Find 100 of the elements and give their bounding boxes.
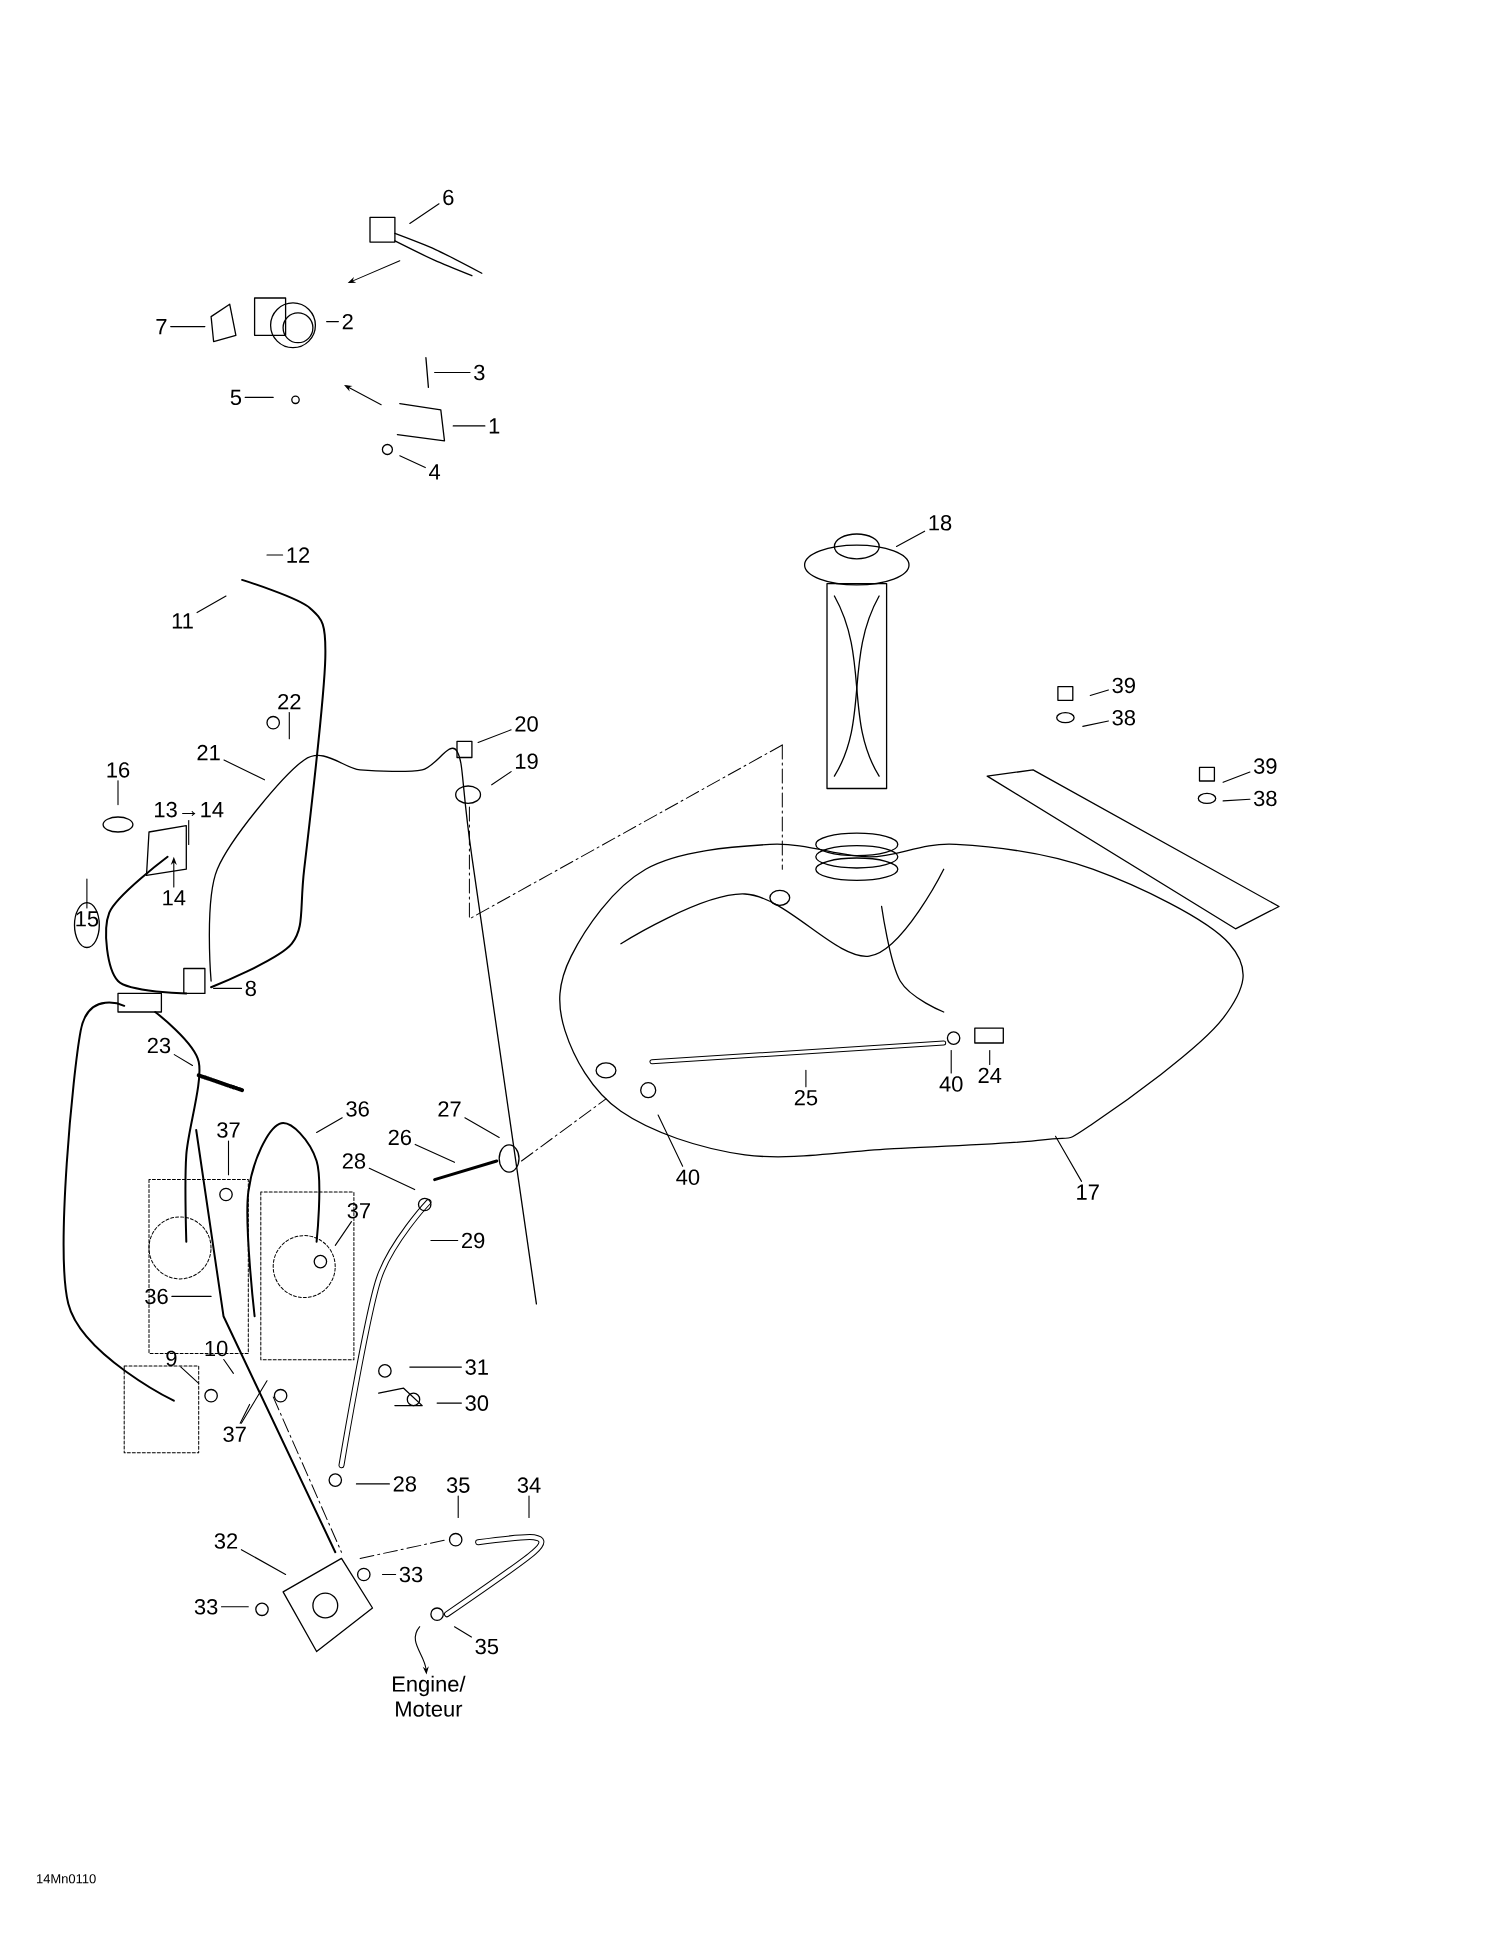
leader-line [288,711,290,740]
callout-number: 28 [393,1476,417,1492]
callout-number: 40 [676,1169,700,1185]
leader-line [1089,689,1109,696]
leader-line [491,771,512,786]
callout-number: 3 [474,364,485,381]
callout-number: 25 [794,1089,818,1106]
leader-line [223,759,266,781]
leader-line [414,1143,456,1163]
callout-number: 24 [978,1067,1002,1083]
leader-line [213,987,243,989]
callout-number: 15 [76,911,99,927]
leader-line [266,554,284,556]
callout-number: 37 [217,1122,240,1138]
callout-number: 12 [287,547,310,563]
leader-line [223,1358,234,1374]
leader-line [430,1239,459,1242]
leader-line [1054,1135,1083,1182]
leader-line [464,1117,500,1138]
callout-number: 2 [342,313,353,330]
leader-line [117,780,119,806]
callout-number: 6 [443,189,454,206]
leader-line [528,1495,530,1518]
leader-line [196,595,227,614]
leader-line [399,455,426,469]
leader-line [316,1117,343,1134]
callout-number: 8 [245,980,256,997]
callout-number: 14 [163,890,186,906]
callout-number: 36 [346,1101,369,1117]
callout-number: 39 [1112,677,1135,694]
leader-line [334,1221,352,1246]
leader-line [239,1403,251,1424]
callout-number: 18 [929,515,952,531]
callout-number: 37 [347,1202,370,1219]
callout-number: 29 [462,1232,485,1249]
leader-line [895,530,926,547]
callout-number: 36 [145,1288,168,1305]
callout-number: 22 [278,693,301,710]
leader-line [180,1366,200,1384]
callout-number: 33 [399,1566,423,1583]
leader-line [409,1366,462,1368]
callout-number: 1 [489,418,500,434]
leader-line [477,729,512,744]
leader-line [326,321,339,323]
callout-number: 16 [107,762,130,778]
leader-line [227,1140,230,1176]
callout-number: 33 [194,1599,218,1615]
drawing-code: 14Mn0110 [37,1874,96,1884]
callout-number: 19 [516,753,538,769]
leader-line [1082,720,1109,727]
callout-number: 34 [517,1477,541,1493]
callout-number: 7 [156,319,167,335]
leader-line [240,1380,268,1424]
leader-line [989,1049,991,1065]
leader-line [805,1069,807,1088]
callout-number: 17 [1077,1184,1099,1200]
leader-line [240,1549,287,1576]
callout-number: 23 [147,1037,171,1054]
callout-number: 27 [438,1101,461,1117]
leader-line [220,1606,249,1608]
callout-number: 40 [939,1076,963,1092]
callout-number: 28 [342,1153,366,1169]
leader-line [171,1295,212,1297]
callout-number: 31 [465,1359,488,1375]
destination-label: Engine/ Moteur [393,1675,466,1717]
callout-number: 10 [205,1340,228,1357]
callout-number: 38 [1112,709,1136,726]
callout-number: 32 [214,1533,238,1549]
leader-line [86,878,88,909]
leader-line [950,1049,952,1074]
leader-line [355,1483,390,1485]
callout-number: 35 [475,1638,499,1655]
callout-number: 21 [197,744,220,761]
callout-number: 11 [172,613,193,629]
leader-line [1222,771,1251,783]
leader-line [381,1573,397,1576]
leader-line [368,1167,416,1191]
leader-line [452,425,486,427]
leader-line [173,1054,194,1066]
leader-line [170,326,206,328]
callout-number: 35 [446,1477,470,1493]
callout-number: 30 [465,1395,489,1411]
callout-number: 20 [515,716,538,732]
leader-line [434,371,471,374]
callout-number: 38 [1253,790,1277,807]
leader-line [453,1626,472,1638]
leader-line [1222,798,1251,802]
leader-line [436,1402,462,1404]
callout-number: 26 [388,1129,412,1146]
callout-number: 37 [223,1426,246,1442]
callout-number: 9 [166,1350,177,1367]
leader-line [244,396,274,398]
callout-number: 39 [1253,758,1277,774]
callout-number: 5 [230,389,242,406]
callout-number: 13→14 [155,801,224,818]
callout-number: 4 [429,464,441,480]
leader-line [409,203,440,225]
leader-line [457,1495,459,1518]
leader-line [657,1114,684,1167]
leader-line [188,820,190,845]
